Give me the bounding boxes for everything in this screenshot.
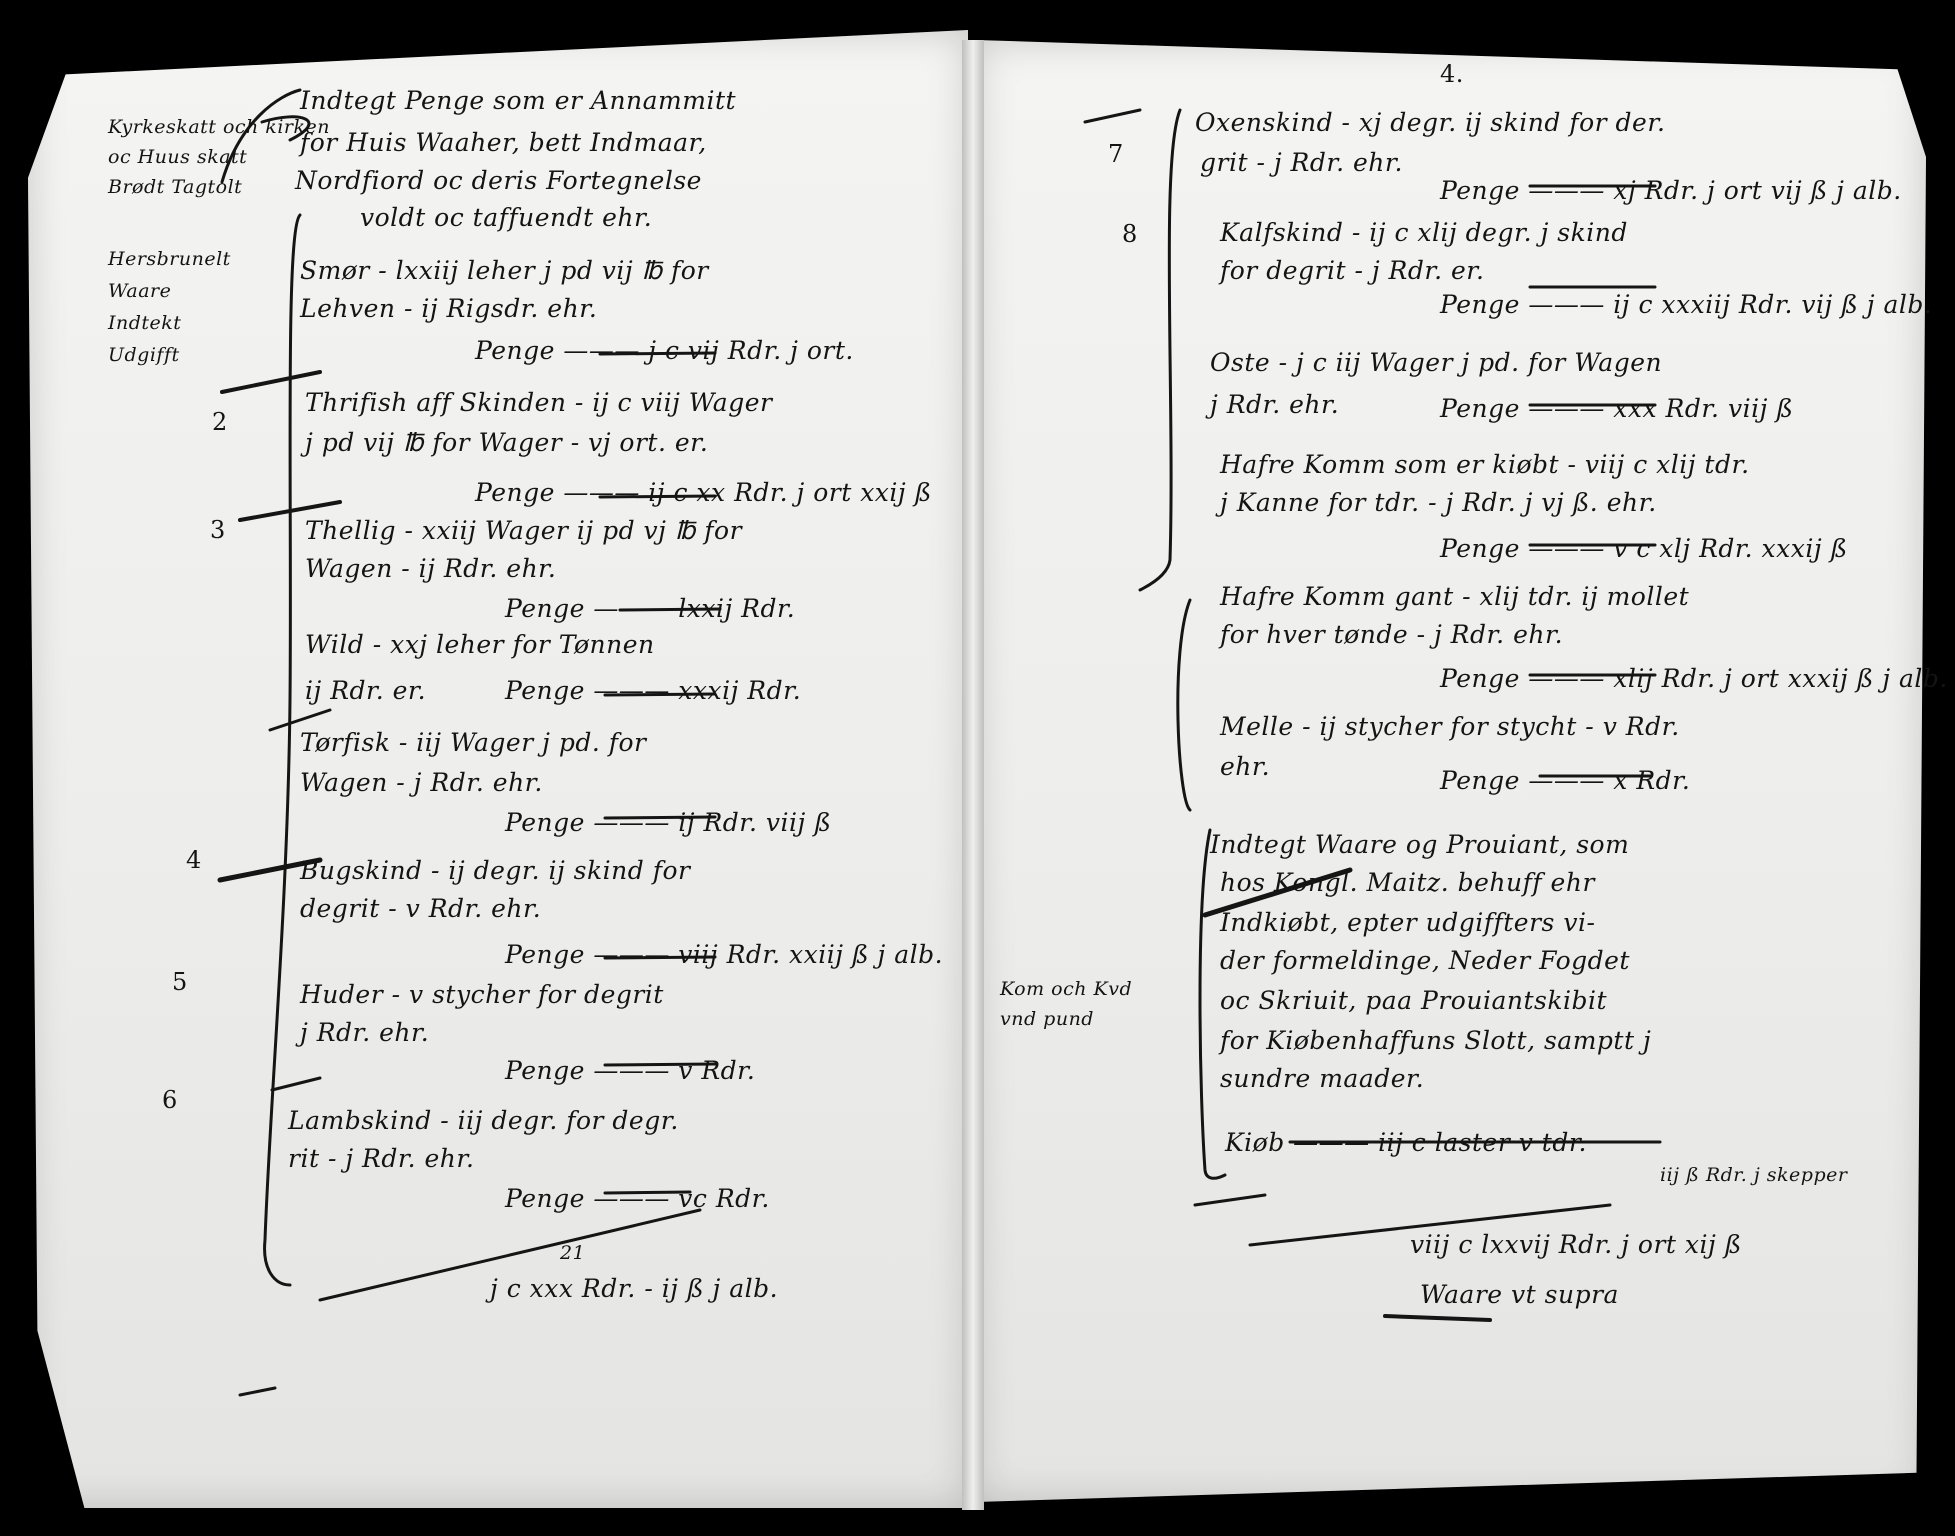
entry-line: j pd vij ℔ for Wager - vj ort. er. xyxy=(305,428,709,457)
entry-line: der formeldinge, Neder Fogdet xyxy=(1220,946,1630,975)
entry-line: for Kiøbenhaffuns Slott, samptt j xyxy=(1220,1026,1652,1055)
margin-note: Indtekt xyxy=(108,312,182,334)
entry-line: Penge ——— xxx Rdr. viij ß xyxy=(1440,394,1794,423)
entry-line: Melle - ij stycher for stycht - v Rdr. xyxy=(1220,712,1680,741)
entry-line: Penge ——— vc Rdr. xyxy=(505,1184,770,1213)
entry-line: Penge ——— ij c xxxiij Rdr. vij ß j alb. xyxy=(1440,290,1933,319)
entry-line: Indtegt Waare og Prouiant, som xyxy=(1210,830,1630,859)
entry-line: Indkiøbt, epter udgiffters vi- xyxy=(1220,908,1596,937)
entry-line: ij Rdr. er. xyxy=(305,676,427,705)
margin-marker: 8 xyxy=(1122,220,1138,248)
entry-line: Hafre Komm gant - xlij tdr. ij mollet xyxy=(1220,582,1690,611)
entry-line: Penge ——— lxxij Rdr. xyxy=(505,594,796,623)
entry-line: Smør - lxxiij leher j pd vij ℔ for xyxy=(300,256,709,285)
entry-line: for degrit - j Rdr. er. xyxy=(1220,256,1485,285)
entry-line: Hafre Komm som er kiøbt - viij c xlij td… xyxy=(1220,450,1750,479)
entry-line: Lambskind - iij degr. for degr. xyxy=(288,1106,679,1135)
margin-note: vnd pund xyxy=(1000,1008,1094,1030)
entry-line: j Rdr. ehr. xyxy=(1210,390,1340,419)
entry-line: degrit - v Rdr. ehr. xyxy=(300,894,542,923)
entry-line: iij ß Rdr. j skepper xyxy=(1660,1164,1848,1186)
page-number: 4. xyxy=(1440,60,1464,88)
entry-line: j Rdr. ehr. xyxy=(300,1018,430,1047)
folio-marker: 4 xyxy=(186,846,202,874)
entry-line: Lehven - ij Rigsdr. ehr. xyxy=(300,294,598,323)
entry-line: Penge ——— j c vij Rdr. j ort. xyxy=(475,336,854,365)
margin-marker: 7 xyxy=(1108,140,1124,168)
entry-line: Indtegt Penge som er Annammitt xyxy=(300,86,737,115)
entry-line: rit - j Rdr. ehr. xyxy=(288,1144,475,1173)
entry-line: Penge ——— xj Rdr. j ort vij ß j alb. xyxy=(1440,176,1902,205)
entry-line: Bugskind - ij degr. ij skind for xyxy=(300,856,691,885)
folio-marker: 2 xyxy=(212,408,228,436)
entry-line: Penge ——— xlij Rdr. j ort xxxij ß j alb. xyxy=(1440,664,1948,693)
entry-line: Wagen - ij Rdr. ehr. xyxy=(305,554,557,583)
subtotal-mark: 21 xyxy=(560,1242,586,1264)
entry-line: Penge ——— x Rdr. xyxy=(1440,766,1691,795)
entry-line: Oste - j c iij Wager j pd. for Wagen xyxy=(1210,348,1663,377)
entry-line: grit - j Rdr. ehr. xyxy=(1200,148,1404,177)
entry-line: Thrifish aff Skinden - ij c viij Wager xyxy=(305,388,773,417)
entry-line: Wagen - j Rdr. ehr. xyxy=(300,768,543,797)
folio-marker: 3 xyxy=(210,516,226,544)
margin-note: Udgifft xyxy=(108,344,180,366)
entry-line: hos Kongl. Maitz. behuff ehr xyxy=(1220,868,1595,897)
entry-line: Penge ——— ij Rdr. viij ß xyxy=(505,808,832,837)
entry-line: Penge ——— ij c xx Rdr. j ort xxij ß xyxy=(475,478,932,507)
entry-line: Thellig - xxiij Wager ij pd vj ℔ for xyxy=(305,516,743,545)
entry-line: for hver tønde - j Rdr. ehr. xyxy=(1220,620,1564,649)
entry-line: Wild - xxj leher for Tønnen xyxy=(305,630,655,659)
entry-line: Nordfiord oc deris Fortegnelse xyxy=(295,166,702,195)
entry-line: ehr. xyxy=(1220,752,1271,781)
page-total: viij c lxxvij Rdr. j ort xij ß xyxy=(1410,1230,1742,1259)
entry-line: Penge ——— v Rdr. xyxy=(505,1056,756,1085)
left-page xyxy=(28,30,968,1508)
entry-line: j Kanne for tdr. - j Rdr. j vj ß. ehr. xyxy=(1220,488,1657,517)
entry-line: Oxenskind - xj degr. ij skind for der. xyxy=(1195,108,1666,137)
margin-note: oc Huus skatt xyxy=(108,146,248,168)
entry-line: for Huis Waaher, bett Indmaar, xyxy=(300,128,707,157)
margin-note: Hersbrunelt xyxy=(108,248,231,270)
page-total: j c xxx Rdr. - ij ß j alb. xyxy=(490,1274,779,1303)
margin-note: Kyrkeskatt och kirken xyxy=(108,116,330,138)
book-spine xyxy=(962,40,984,1510)
margin-note: Brødt Tagtolt xyxy=(108,176,243,198)
entry-line: Penge ——— viij Rdr. xxiij ß j alb. xyxy=(505,940,944,969)
margin-note: Kom och Kvd xyxy=(1000,978,1133,1000)
entry-line: Penge ——— v c xlj Rdr. xxxij ß xyxy=(1440,534,1848,563)
folio-marker: 6 xyxy=(162,1086,178,1114)
entry-line: oc Skriuit, paa Prouiantskibit xyxy=(1220,986,1608,1015)
entry-line: Kiøb ——— iij c laster v tdr. xyxy=(1225,1128,1587,1157)
closing-note: Waare vt supra xyxy=(1420,1280,1619,1309)
entry-line: voldt oc taffuendt ehr. xyxy=(360,203,653,232)
entry-line: sundre maader. xyxy=(1220,1064,1425,1093)
entry-line: Tørfisk - iij Wager j pd. for xyxy=(300,728,647,757)
margin-note: Waare xyxy=(108,280,172,302)
entry-line: Penge ——— xxxij Rdr. xyxy=(505,676,802,705)
entry-line: Kalfskind - ij c xlij degr. j skind xyxy=(1220,218,1628,247)
right-page xyxy=(976,40,1926,1502)
folio-marker: 5 xyxy=(172,968,188,996)
entry-line: Huder - v stycher for degrit xyxy=(300,980,664,1009)
